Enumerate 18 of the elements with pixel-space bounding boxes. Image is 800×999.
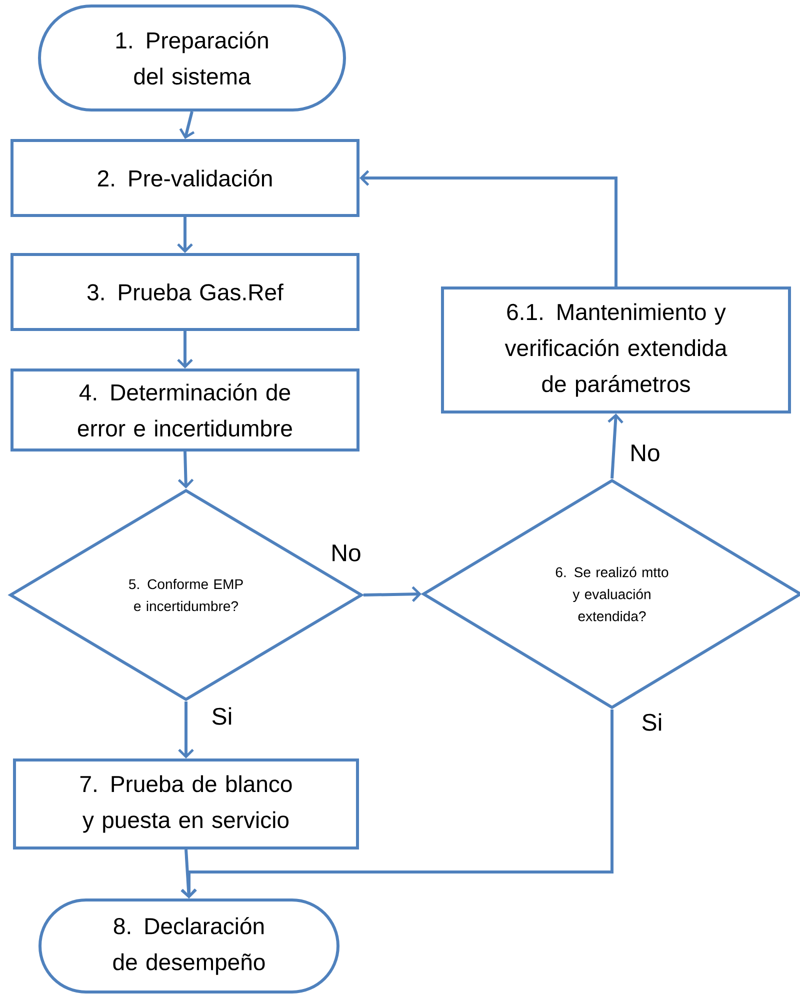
edge-label: Si (640, 712, 664, 732)
process-box: 7. Prueba de blanco y puesta en servicio (13, 758, 359, 850)
arrow (177, 331, 193, 368)
process-box: 2. Pre-validación (10, 139, 360, 217)
edge-label: No (628, 444, 662, 462)
edge-label: Si (210, 706, 234, 726)
arrow (608, 414, 624, 479)
arrow (178, 451, 194, 488)
arrow (360, 170, 618, 286)
process-box: 6.1. Mantenimiento y verificación extendida de parámetros (441, 286, 791, 414)
arrow (181, 710, 614, 898)
arrow (177, 217, 193, 254)
arrow (178, 702, 194, 758)
process-box: 4. Determinación de error e incertidumbre (10, 368, 360, 452)
edge-label: No (330, 544, 362, 562)
arrow (179, 111, 195, 139)
process-box: 3. Prueba Gas.Ref (10, 253, 360, 331)
arrow (363, 586, 422, 602)
